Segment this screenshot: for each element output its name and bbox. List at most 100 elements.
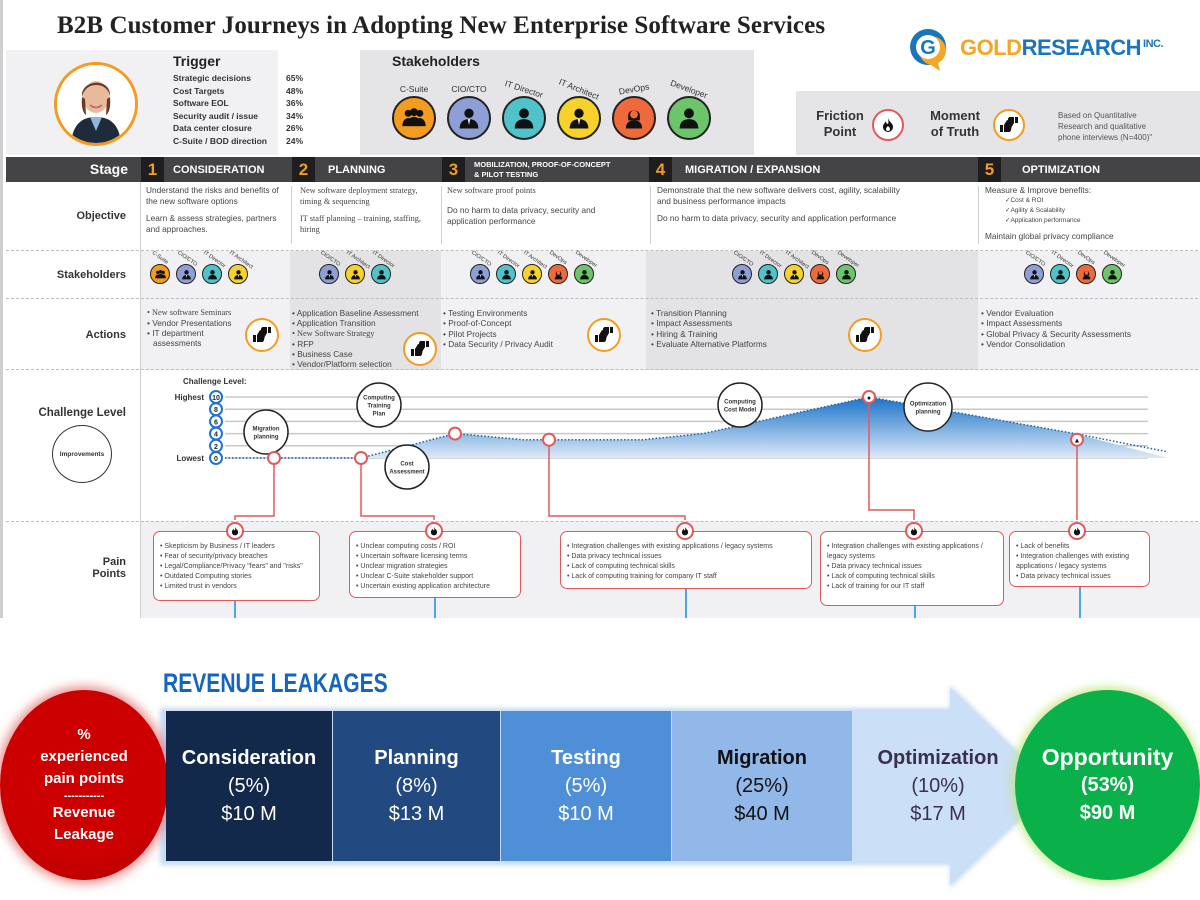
action-item: Vendor/Platform selection (292, 359, 442, 369)
level-tick-label: 10 (212, 395, 220, 402)
fire-icon (425, 522, 443, 540)
person-icon (371, 264, 391, 284)
stakeholder-cio-cto: CIO/CTO (445, 82, 493, 142)
fire-icon (872, 109, 904, 141)
note-line3: phone interviews (N=400)" (1058, 133, 1153, 142)
objective-cell: Demonstrate that the new software delive… (657, 185, 902, 224)
row-divider (6, 298, 1200, 299)
improvement-label: Plan (373, 412, 386, 418)
stage-name-line2: & PILOT TESTING (474, 169, 539, 179)
segment-amount: $17 M (910, 803, 966, 825)
fire-icon (676, 522, 694, 540)
pain-point-item: Lack of computing technical skills (827, 572, 997, 582)
pain-point-box: Unclear computing costs / ROIUncertain s… (349, 531, 521, 598)
pain-label-line1: Pain (102, 556, 126, 568)
person-female-icon (1076, 264, 1096, 284)
pain-points-row-label: Pain Points (23, 556, 126, 580)
person-icon (502, 96, 546, 140)
pain-stem (1079, 586, 1081, 618)
moment-of-truth-icon (587, 318, 621, 352)
lowest-label: Lowest (176, 454, 204, 463)
mini-stakeholder: IT Architect (522, 250, 548, 286)
segment-name: Optimization (877, 747, 999, 769)
improvement-bubble (903, 382, 953, 432)
row-divider (6, 521, 1200, 522)
improvement-label: planning (916, 410, 941, 416)
pain-point-list: Lack of benefitsIntegration challenges w… (1016, 542, 1143, 582)
mini-stakeholder: IT Director (1050, 250, 1074, 286)
pain-point-item: Lack of benefits (1016, 542, 1143, 552)
friction-point-label: Friction Point (809, 108, 871, 140)
action-item: Vendor Presentations (147, 318, 247, 328)
action-item: Data Security / Privacy Audit (443, 339, 583, 349)
fire-icon (1068, 522, 1086, 540)
person-icon (1050, 264, 1070, 284)
action-item: Pilot Projects (443, 329, 583, 339)
objective-cell: New software proof points Do no harm to … (447, 185, 617, 227)
segment-pct: (5%) (227, 775, 271, 797)
svg-text:G: G (920, 37, 936, 59)
friction-connector (868, 403, 915, 520)
group-icon (392, 96, 436, 140)
thumbs-up-down-icon (993, 109, 1025, 141)
person-female-icon (810, 264, 830, 284)
level-tick-label: 2 (214, 444, 218, 451)
moment-of-truth-label: Moment of Truth (921, 108, 989, 140)
stage-header-bar (6, 157, 1200, 182)
pain-point-item: Outdated Computing stories (160, 572, 313, 582)
highest-label: Highest (175, 393, 205, 402)
mini-stakeholder: DevOps (1076, 250, 1096, 286)
pain-point-item: Uncertain existing application architect… (356, 582, 514, 592)
revenue-segment-consideration: Consideration(5%)$10 M (166, 711, 332, 861)
friction-line2: Point (823, 124, 857, 139)
action-item: Transition Planning (651, 308, 811, 318)
moment-of-truth-icon (848, 318, 882, 352)
action-item: RFP (292, 339, 442, 349)
level-tick-label: 4 (214, 432, 218, 439)
leak-line: experienced (40, 748, 128, 765)
pain-point-item: Integration challenges with existing app… (1016, 552, 1143, 572)
leak-line: % (77, 726, 91, 743)
action-item: Global Privacy & Security Assessments (981, 329, 1181, 339)
trigger-item-value: 26% (285, 123, 303, 134)
action-item: Testing Environments (443, 308, 583, 318)
person-tie-icon (784, 264, 804, 284)
stakeholders-row-label: Stakeholders (56, 269, 126, 281)
pain-point-item: Data privacy technical issues (827, 562, 997, 572)
objective-cell: Measure & Improve benefits: ✓Cost & ROI … (985, 185, 1195, 242)
fire-icon (905, 522, 923, 540)
stakeholder-label: CIO/CTO (451, 84, 487, 94)
objective-checklist: ✓Cost & ROI ✓Agility & Scalability ✓Appl… (985, 196, 1195, 226)
friction-marker (1070, 432, 1084, 447)
segment-pct: (10%) (911, 775, 965, 797)
trigger-item-label: Cost Targets (173, 85, 225, 96)
persona-portrait-icon (57, 65, 135, 143)
improvement-label: Cost (400, 462, 413, 468)
action-item: Impact Assessments (981, 318, 1181, 328)
mini-stakeholder: IT Architect (228, 250, 254, 286)
person-icon (574, 264, 594, 284)
mini-stakeholder: IT Director (496, 250, 520, 286)
improvement-bubble (384, 444, 430, 490)
challenge-curve (225, 396, 1169, 459)
trigger-item-label: Data center closure (173, 123, 252, 134)
objective-cell: New software deployment strategy, timing… (300, 185, 440, 235)
column-divider (291, 186, 292, 244)
mini-stakeholder: CIO/CTO (732, 250, 754, 286)
stakeholder-developer: Developer (665, 78, 713, 142)
row-divider (6, 369, 1200, 370)
action-item: Hiring & Training (651, 329, 811, 339)
trigger-item-value: 34% (285, 110, 303, 121)
moment-line2: of Truth (930, 124, 980, 139)
mini-stakeholder: DevOps (810, 250, 830, 286)
group-icon (150, 264, 170, 284)
trigger-item-value: 48% (285, 85, 303, 96)
person-icon (496, 264, 516, 284)
column-divider (978, 186, 979, 244)
person-tie-icon (447, 96, 491, 140)
person-female-icon (612, 96, 656, 140)
pain-stem (914, 606, 916, 618)
